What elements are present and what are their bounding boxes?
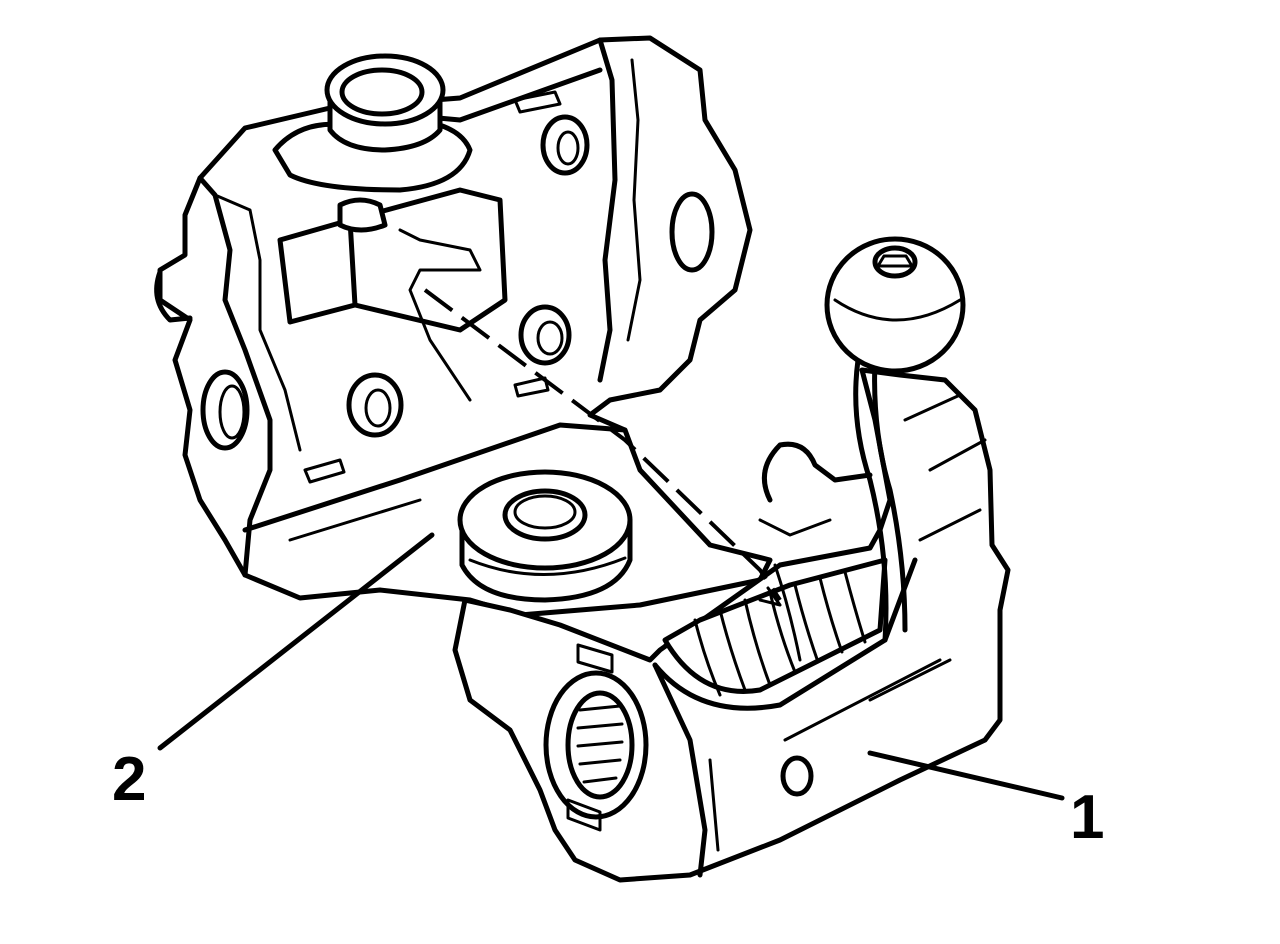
inner-bolt-middle-right (518, 304, 572, 366)
lever-knob-socket (872, 245, 918, 279)
housing-side-line-2 (868, 658, 952, 702)
top-rail-slot (513, 90, 562, 114)
left-lug (154, 269, 193, 323)
housing-hook (761, 441, 873, 503)
housing-slot-lower (566, 798, 602, 832)
inner-clip (337, 197, 388, 233)
housing-side-line-4 (918, 508, 982, 542)
base-plate-detail-line (288, 498, 422, 542)
callout-label-2: 2 (112, 745, 146, 814)
ribbed-gear-segment (662, 557, 888, 697)
internal-block-right (347, 187, 508, 333)
housing-slot-upper (576, 643, 614, 674)
callout-1: 1 (867, 750, 1104, 852)
housing-side-line-5 (903, 393, 962, 422)
callout-label-1: 1 (1070, 783, 1104, 852)
housing-side-line-3 (928, 438, 987, 472)
lever-shaft-edge (872, 357, 908, 633)
alignment-dashed-line (423, 288, 782, 602)
inner-bolt-lower-left (346, 372, 404, 438)
left-lug-hole (200, 369, 250, 451)
top-bushing (272, 53, 473, 193)
inner-bolt-upper-right (540, 114, 590, 176)
leader-line-1 (867, 750, 1065, 801)
housing-front-vertical (708, 758, 720, 852)
internal-wire (398, 228, 482, 402)
splined-bore (543, 670, 649, 820)
left-side-plate (197, 175, 273, 578)
lever-knob-band (833, 298, 962, 322)
front-bushing (457, 469, 633, 603)
alignment-arrowhead (758, 586, 782, 607)
base-plate-front-edge (242, 422, 628, 533)
shift-lever (824, 236, 966, 643)
callout-2: 2 (112, 532, 435, 814)
left-lug-hole-inner (218, 384, 246, 440)
housing-side-hole (780, 755, 814, 797)
right-plate-hole (669, 191, 715, 273)
base-plate-slot-left (303, 458, 346, 484)
lever-shaft (853, 357, 889, 643)
right-side-plate (597, 37, 618, 383)
base-plate-slot-right (513, 376, 550, 398)
leader-line-2 (157, 532, 435, 751)
housing-front-face (652, 662, 708, 878)
housing-top-rim (652, 557, 918, 711)
lever-knob (824, 236, 966, 374)
lever-knob-hex (876, 254, 914, 268)
housing-side-line-1 (783, 658, 942, 742)
upper-bracket-part-2 (154, 35, 773, 618)
right-plate-inner-edge (626, 58, 642, 342)
housing-hook-inner (758, 518, 832, 537)
left-plate-inner-edge (213, 193, 302, 452)
